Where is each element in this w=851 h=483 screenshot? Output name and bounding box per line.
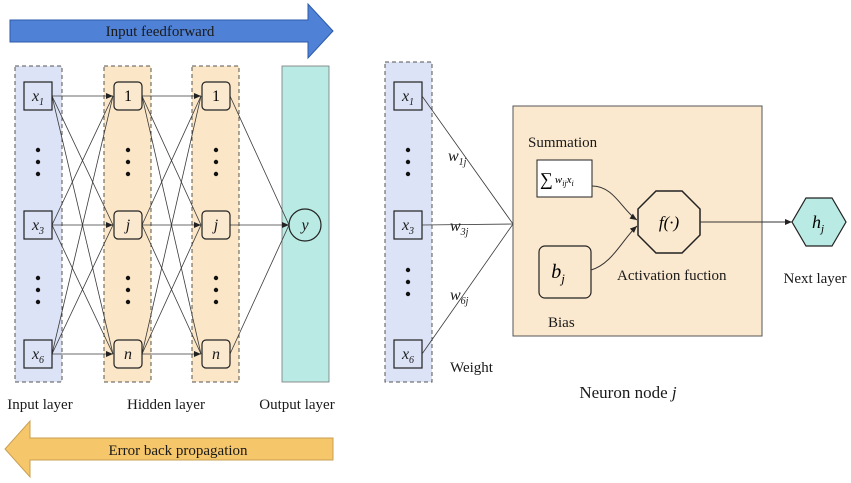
hidden1-to-hidden2-wire [141, 224, 202, 355]
svg-text:∑wijxi: ∑wijxi [540, 169, 574, 189]
sum-to-activation-curve [591, 185, 638, 221]
hidden1-to-hidden2-wire [141, 95, 202, 226]
bias-box: bj [538, 245, 592, 299]
svg-text:x3: x3 [31, 217, 44, 237]
svg-text:x1: x1 [31, 88, 44, 108]
weight-label-w1j: w1j [448, 148, 467, 168]
hidden1-node-j: j [113, 210, 143, 240]
input-feedforward-label: Input feedforward [106, 24, 215, 40]
svg-text:j: j [212, 217, 219, 234]
input-node-x6: x6 [23, 339, 53, 369]
input-to-hidden1-wire [51, 95, 114, 355]
svg-text:j: j [124, 217, 131, 234]
input-feedforward-arrow: Input feedforward [9, 2, 334, 60]
svg-text:1: 1 [212, 88, 220, 105]
svg-text:hj: hj [812, 212, 824, 235]
error-back-propagation-arrow: Error back propagation [4, 419, 334, 479]
summation-label: Summation [528, 135, 598, 151]
hidden1-node-1: 1 [113, 81, 143, 111]
svg-text:bj: bj [551, 261, 565, 286]
bias-label: Bias [548, 315, 575, 331]
output-node-y: y [288, 208, 322, 242]
svg-text:x3: x3 [401, 217, 414, 237]
hidden1-to-hidden2-wire [141, 95, 202, 355]
hidden1-node-n: n [113, 339, 143, 369]
input-layer-label: Input layer [7, 397, 72, 413]
input-node-x3: x3 [23, 210, 53, 240]
activation-node: f(·) [637, 190, 701, 254]
svg-text:1: 1 [124, 88, 132, 105]
svg-text:f(·): f(·) [659, 213, 680, 232]
neuron-input-x1: x1 [393, 81, 423, 111]
bias-to-activation-curve [590, 225, 638, 271]
input-node-x1: x1 [23, 81, 53, 111]
output-layer-label: Output layer [259, 397, 334, 413]
weight-label-w6j: w6j [450, 287, 469, 307]
svg-text:x6: x6 [31, 346, 44, 366]
input-to-hidden1-wire [51, 95, 114, 226]
hidden2-to-output-wire [229, 224, 290, 355]
neuron-node-title: Neuron node j [579, 383, 677, 402]
output-node-hj: hj [791, 197, 847, 247]
hidden2-to-output-wire [229, 95, 290, 226]
network-connections [51, 93, 290, 357]
ellipsis-dots [35, 147, 219, 305]
hidden-layer-label: Hidden layer [127, 397, 205, 413]
activation-function-label: Activation fuction [617, 268, 727, 284]
error-back-propagation-label: Error back propagation [108, 443, 248, 459]
hidden2-node-j: j [201, 210, 231, 240]
weight-wires [421, 95, 514, 355]
neuron-input-x6: x6 [393, 339, 423, 369]
weight-label-w3j: w3j [450, 218, 469, 238]
input-to-hidden1-wire [51, 224, 114, 355]
svg-text:n: n [124, 346, 132, 363]
svg-text:n: n [212, 346, 220, 363]
weight-label: Weight [450, 360, 494, 376]
hidden2-node-n: n [201, 339, 231, 369]
summation-box: ∑wijxi [536, 159, 593, 198]
neuron-ellipsis-dots [405, 147, 411, 297]
svg-text:y: y [299, 217, 309, 234]
svg-text:x6: x6 [401, 346, 414, 366]
hidden2-node-1: 1 [201, 81, 231, 111]
svg-text:x1: x1 [401, 88, 414, 108]
neuron-input-x3: x3 [393, 210, 423, 240]
next-layer-label: Next layer [784, 271, 847, 287]
